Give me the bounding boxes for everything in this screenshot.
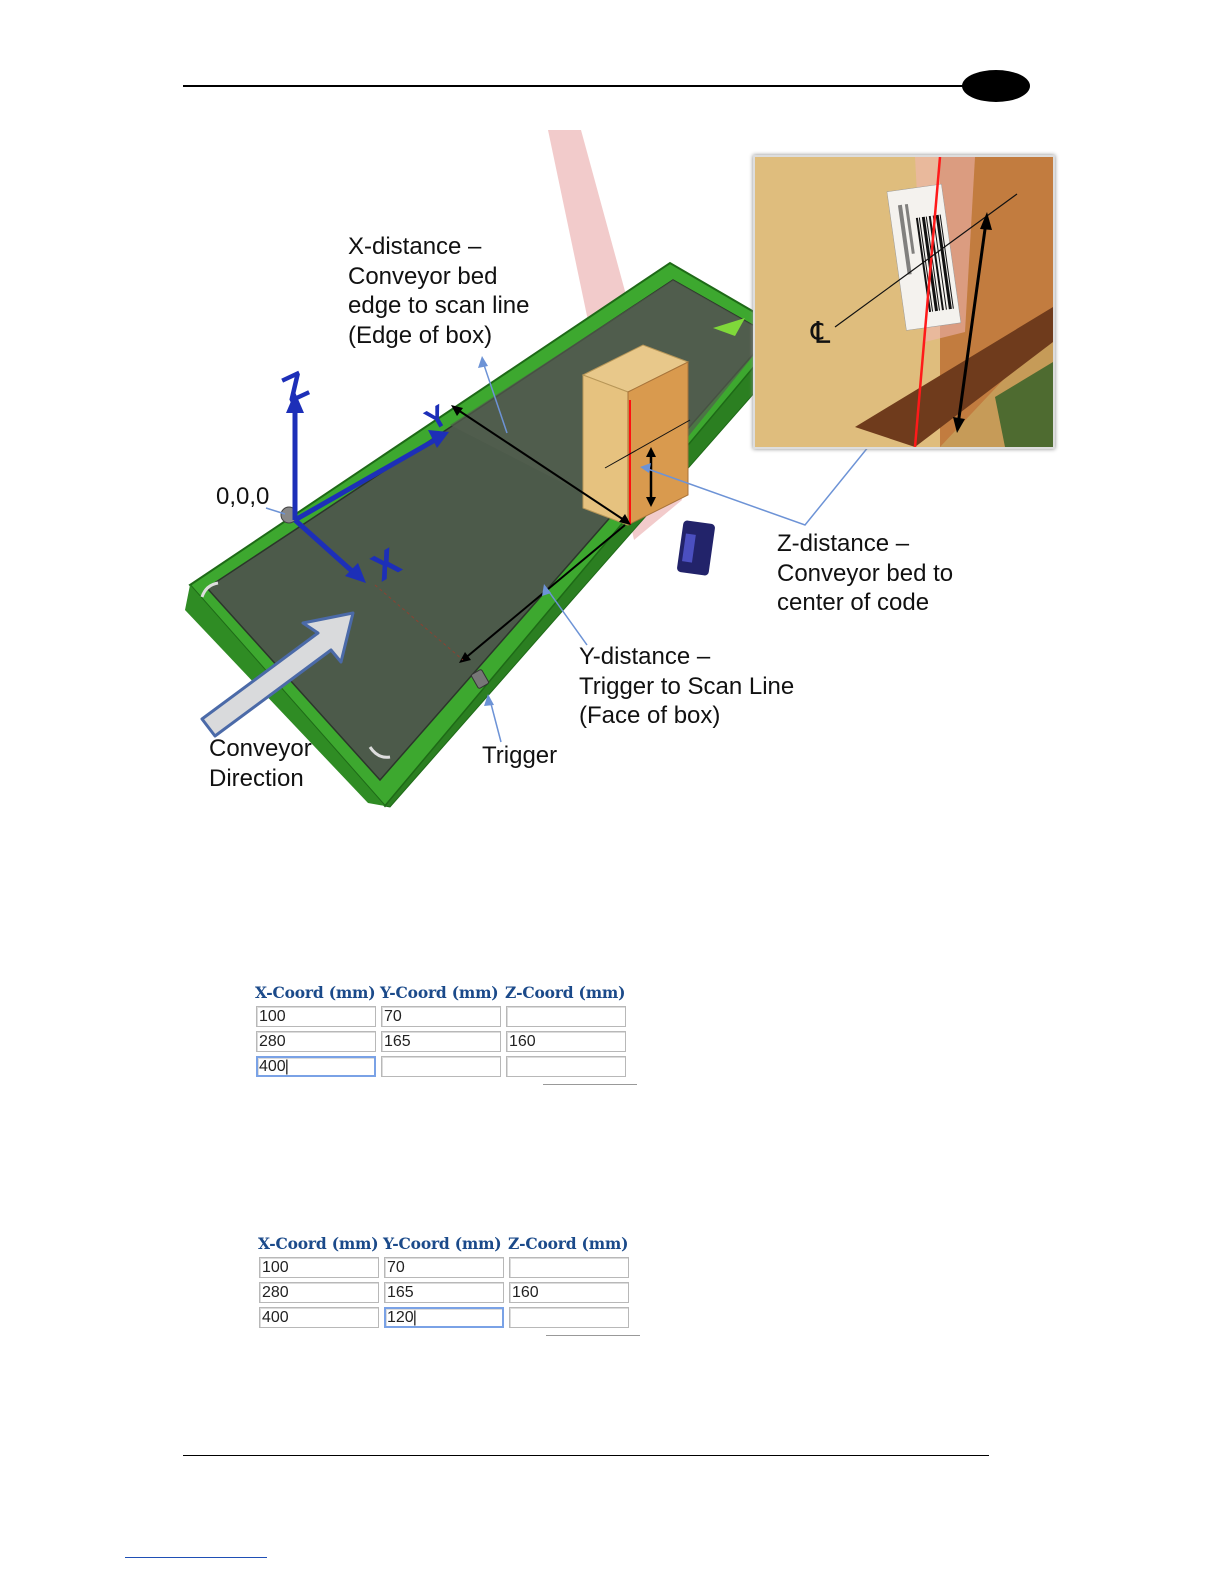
conveyor-direction-arrow-icon [200, 611, 355, 738]
barcode-detail-inset: ℄ [753, 155, 1055, 449]
z-coord-input[interactable] [509, 1307, 629, 1328]
barcode-label [886, 183, 962, 331]
x-coord-header: X-Coord (mm) [258, 1234, 379, 1253]
y-coord-input[interactable]: 165 [384, 1282, 504, 1303]
coord-table-1: X-Coord (mm) Y-Coord (mm) Z-Coord (mm) 1… [252, 981, 630, 1080]
table-row: 400 [255, 1055, 627, 1078]
coord-table-2: X-Coord (mm) Y-Coord (mm) Z-Coord (mm) 1… [255, 1232, 633, 1331]
z-coord-input[interactable] [509, 1257, 629, 1278]
table-row: 100 70 [258, 1256, 630, 1279]
header-rule [183, 85, 983, 87]
x-coord-input[interactable]: 280 [256, 1031, 376, 1052]
table-1-stub-line [543, 1084, 637, 1085]
y-coord-input[interactable]: 70 [384, 1257, 504, 1278]
origin-callout: 0,0,0 [216, 483, 270, 510]
z-coord-input[interactable]: 160 [509, 1282, 629, 1303]
conveyor-coordinate-figure: Z Y X [185, 130, 1065, 820]
x-coord-header: X-Coord (mm) [255, 983, 376, 1002]
inset-scan-line [913, 157, 942, 447]
footer-link-underline [125, 1557, 267, 1558]
z-coord-input[interactable] [506, 1006, 626, 1027]
x-coord-input-focused[interactable]: 400 [256, 1056, 376, 1077]
y-coord-input[interactable] [381, 1056, 501, 1077]
x-coord-input[interactable]: 400 [259, 1307, 379, 1328]
table-row: 280 165 160 [255, 1030, 627, 1053]
centerline-symbol: ℄ [810, 316, 831, 351]
z-distance-callout: Z-distance – Conveyor bed to center of c… [777, 530, 954, 616]
y-coord-input-focused[interactable]: 120 [384, 1307, 504, 1328]
direction-marker-icon [713, 318, 745, 336]
z-coord-header: Z-Coord (mm) [508, 1234, 629, 1253]
y-coord-input[interactable]: 165 [381, 1031, 501, 1052]
trigger-sensor-icon [471, 669, 489, 689]
x-distance-callout: X-distance – Conveyor bed edge to scan l… [348, 233, 530, 349]
y-coord-header: Y-Coord (mm) [383, 1234, 502, 1253]
conveyor-direction-callout: Conveyor Direction [209, 735, 312, 792]
conveyor-frame-side [185, 585, 385, 806]
z-coord-input[interactable]: 160 [506, 1031, 626, 1052]
y-coord-input[interactable]: 70 [381, 1006, 501, 1027]
footer-rule [183, 1455, 989, 1456]
chapter-tab-marker [962, 70, 1030, 102]
table-row: 280 165 160 [258, 1281, 630, 1304]
y-axis [293, 437, 437, 523]
box-left-face [582, 374, 629, 526]
x-axis [293, 518, 355, 574]
x-distance-dimension [454, 407, 628, 523]
table-row: 400 120 [258, 1306, 630, 1329]
conveyor-illustration: Z Y X [185, 130, 921, 808]
y-coord-header: Y-Coord (mm) [380, 983, 499, 1002]
x-coord-input[interactable]: 280 [259, 1282, 379, 1303]
trigger-callout: Trigger [482, 742, 558, 769]
z-coord-input[interactable] [506, 1056, 626, 1077]
table-2-stub-line [546, 1335, 640, 1336]
inset-z-arrow [956, 221, 988, 426]
x-coord-input[interactable]: 100 [259, 1257, 379, 1278]
x-coord-input[interactable]: 100 [256, 1006, 376, 1027]
code-centerline [604, 419, 691, 469]
z-coord-header: Z-Coord (mm) [505, 983, 626, 1002]
table-row: 100 70 [255, 1005, 627, 1028]
box-right-face [627, 361, 689, 526]
scanner-device-icon [677, 520, 715, 576]
y-distance-callout: Y-distance – Trigger to Scan Line (Face … [579, 643, 795, 729]
z-axis-label: Z [276, 364, 315, 412]
